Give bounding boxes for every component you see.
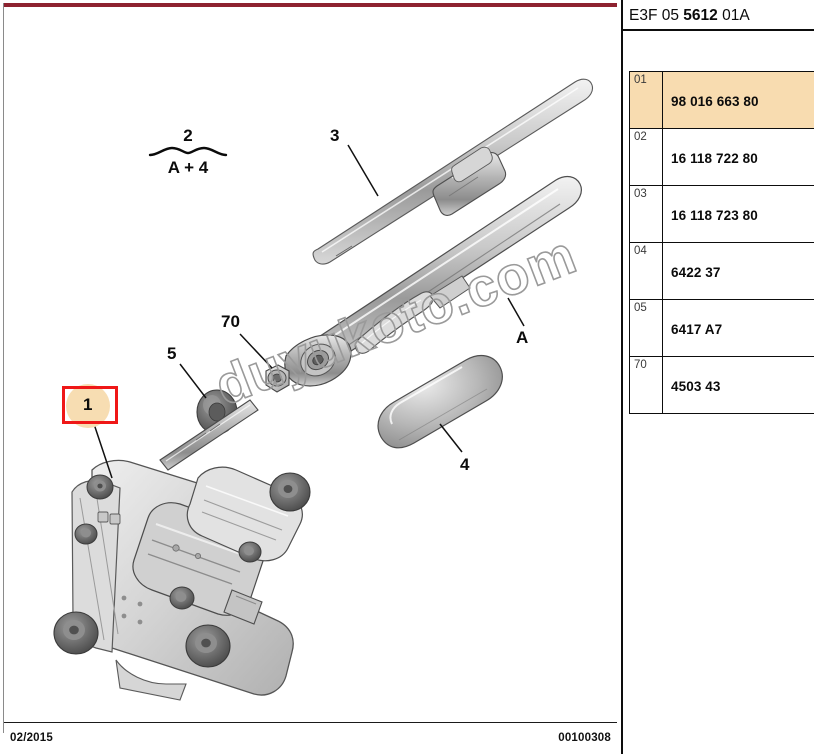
callout-label-5: 5: [167, 344, 177, 363]
callout-1-selection-box[interactable]: [62, 386, 118, 424]
part-index-cell: 02: [629, 128, 663, 186]
ref-prefix: E3F 05: [629, 7, 679, 24]
part-number-cell: 16 118 722 80: [662, 128, 814, 186]
callout-label-4: 4: [460, 455, 470, 474]
assembly-note-bottom: A + 4: [167, 158, 209, 177]
mounting-grommet: [269, 472, 311, 512]
part-index-cell: 03: [629, 185, 663, 243]
wiper-arm-art: [284, 175, 582, 387]
assembly-note-top: 2: [183, 126, 193, 145]
mounting-grommet: [185, 624, 231, 668]
top-accent-band: [4, 3, 617, 7]
footer-date: 02/2015: [10, 732, 53, 744]
part-index-cell: 04: [629, 242, 663, 300]
mounting-grommet: [74, 523, 98, 545]
ref-code: 5612: [683, 7, 718, 24]
mounting-grommet: [86, 474, 114, 500]
callout-label-70: 70: [221, 312, 240, 331]
ref-suffix: 01A: [722, 7, 750, 24]
panel-divider: [621, 0, 623, 754]
mounting-grommet: [53, 611, 99, 655]
part-number-cell: 16 118 723 80: [662, 185, 814, 243]
wiper-motor-assembly-art: [53, 459, 311, 701]
diagram-panel: duyukoto.com 2 A + 4 1 3 70 5 A 4 02/201…: [3, 3, 617, 744]
part-index-cell: 05: [629, 299, 663, 357]
part-index-cell: 01: [629, 71, 663, 129]
assembly-grouping-note: 2 A + 4: [146, 126, 230, 178]
callout-leader-lines: [93, 144, 525, 479]
footer-divider: [4, 722, 617, 723]
mounting-grommet: [238, 541, 262, 563]
callout-label-a: A: [516, 328, 529, 347]
part-index-cell: 70: [629, 356, 663, 414]
left-edge-rule: [3, 3, 4, 733]
footer-document-code: 00100308: [558, 732, 611, 744]
spindle-nut-art: [265, 364, 290, 393]
part-number-cell: 6422 37: [662, 242, 814, 300]
motor-spindle-art: [159, 399, 259, 471]
part-number-cell: 98 016 663 80: [662, 71, 814, 129]
header-divider: [623, 29, 814, 31]
part-number-cell: 4503 43: [662, 356, 814, 414]
wiper-arm-cap-art: [377, 354, 503, 449]
reference-header: E3F 05 5612 01A: [629, 4, 812, 28]
exploded-parts-illustration: [53, 78, 594, 701]
brace-icon: [146, 144, 230, 158]
mounting-grommet: [169, 586, 195, 610]
callout-label-3: 3: [330, 126, 340, 145]
part-number-cell: 6417 A7: [662, 299, 814, 357]
callout-1-highlight-disc: [66, 384, 110, 428]
callout-label-1: 1: [83, 395, 93, 414]
wiper-blade-art: [312, 78, 594, 265]
